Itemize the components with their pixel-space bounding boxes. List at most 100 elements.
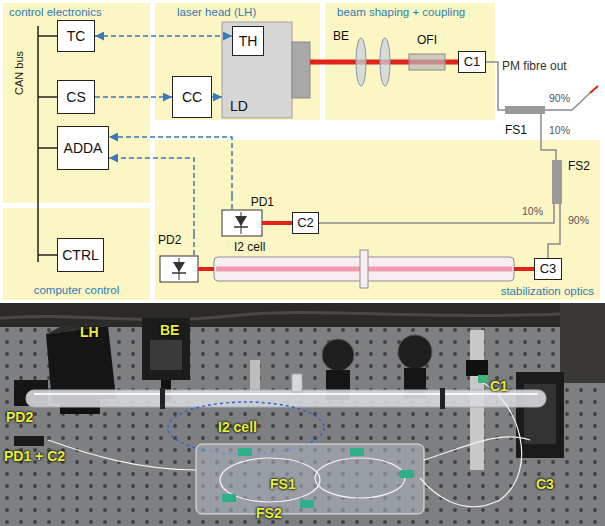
part-name: PD2	[158, 234, 181, 248]
glass-highlight	[34, 393, 538, 395]
module-box: TC	[57, 20, 95, 52]
laser-beam	[310, 60, 333, 65]
fibre-splitter	[505, 106, 545, 114]
diode-lead	[241, 212, 242, 234]
equipment	[560, 303, 605, 383]
fibre	[420, 380, 522, 507]
panel-heading: control electronics	[9, 6, 102, 19]
ratio-label: 10%	[521, 205, 544, 217]
part-name: LD	[230, 98, 248, 114]
fibre	[540, 114, 542, 138]
part-name: C3	[540, 262, 557, 277]
photo-callout: BE	[160, 322, 179, 338]
fibre	[541, 138, 556, 160]
panel-region: computer control CTRL	[3, 208, 150, 300]
ratio-label: 90%	[549, 92, 570, 104]
photo-callout: LH	[80, 324, 99, 340]
table-holes	[0, 303, 605, 526]
part-name: BE	[333, 30, 349, 44]
fibre-clip	[350, 448, 364, 456]
fibre-tray	[196, 444, 424, 514]
panel-heading: computer control	[34, 284, 120, 297]
lens-mount	[142, 318, 190, 380]
fibre	[424, 437, 530, 460]
part-name: PD1	[251, 196, 274, 210]
panel-heading: laser head (LH)	[177, 6, 256, 19]
module-name: ADDA	[64, 140, 103, 156]
isolator: OFI	[405, 34, 449, 78]
coupler-holder	[466, 360, 488, 376]
fibre	[48, 440, 196, 470]
module-name: TC	[67, 28, 86, 44]
module-box: CS	[57, 80, 95, 114]
coupler-box: C3	[534, 258, 562, 280]
bus-stub	[38, 96, 57, 98]
connector-group	[95, 36, 560, 269]
fibre	[319, 204, 554, 223]
module-name: CTRL	[62, 247, 99, 263]
glass-cell	[26, 390, 546, 407]
optical-table	[0, 303, 605, 526]
photo-callout: C1	[490, 378, 508, 394]
photo-callout: I2 cell	[218, 419, 257, 435]
module-name: TH	[239, 33, 258, 49]
panel-heading: stabilization optics	[501, 285, 594, 298]
ratio-label: 10%	[548, 124, 571, 136]
fibre-splitter: FS2	[548, 160, 592, 204]
photodiode-symbol	[222, 210, 262, 236]
bus-stub	[38, 254, 57, 256]
detector-mount	[14, 436, 44, 446]
photo-callout: FS1	[270, 476, 296, 492]
fibre-clip	[222, 494, 236, 502]
laser-beam	[393, 60, 405, 65]
mirror-mount	[322, 339, 354, 371]
coupler-mount	[516, 372, 564, 458]
lens-pair: BE	[333, 30, 393, 94]
part-name: OFI	[417, 34, 437, 48]
part-name: FS1	[505, 124, 527, 138]
coupler-box: C1	[458, 51, 486, 73]
ratio-label: 90%	[567, 214, 590, 226]
signal-line	[193, 234, 195, 256]
part-name: C2	[297, 216, 314, 231]
laser-beam	[262, 221, 276, 225]
isolator-symbol	[409, 54, 445, 70]
signal-line	[109, 137, 232, 196]
cell-stem	[292, 374, 302, 392]
photodiode: PD2	[158, 234, 204, 284]
bus-line	[37, 26, 39, 262]
coupler-box: C2	[292, 212, 319, 234]
fibre-splitter	[552, 160, 562, 204]
fibre-loop	[220, 458, 320, 502]
fibre-clip	[300, 500, 314, 508]
laser-beam	[204, 267, 214, 271]
laser-beam	[514, 267, 534, 271]
photo-callout: FS2	[256, 505, 282, 521]
signal-line	[95, 35, 232, 37]
module-box: ADDA	[57, 126, 109, 170]
iodine-tube-node: I2 cell	[214, 241, 514, 283]
panel-fill	[155, 3, 320, 120]
diode-lead	[179, 258, 180, 280]
bus-stub	[38, 35, 57, 37]
tube-stem	[360, 250, 368, 288]
photodiode: PD1	[222, 196, 276, 238]
module-name: CC	[182, 89, 202, 105]
fibre-clip	[238, 448, 252, 456]
laser-beam	[449, 60, 458, 65]
panel-region: laser head (LH) LD TH CC	[155, 3, 320, 120]
lens-mount-inner	[150, 340, 182, 370]
signal-line	[212, 96, 222, 98]
photo-callout: PD2	[6, 409, 33, 425]
panel-heading: beam shaping + coupling	[337, 6, 465, 19]
photo-callout: C3	[536, 476, 554, 492]
bus-label: CAN bus	[13, 51, 26, 95]
signal-line	[95, 96, 172, 98]
photodiode-symbol	[160, 256, 198, 282]
panel-fill	[325, 3, 495, 120]
laser-beam	[198, 267, 204, 271]
signal-line	[231, 196, 233, 210]
cable	[0, 312, 605, 320]
